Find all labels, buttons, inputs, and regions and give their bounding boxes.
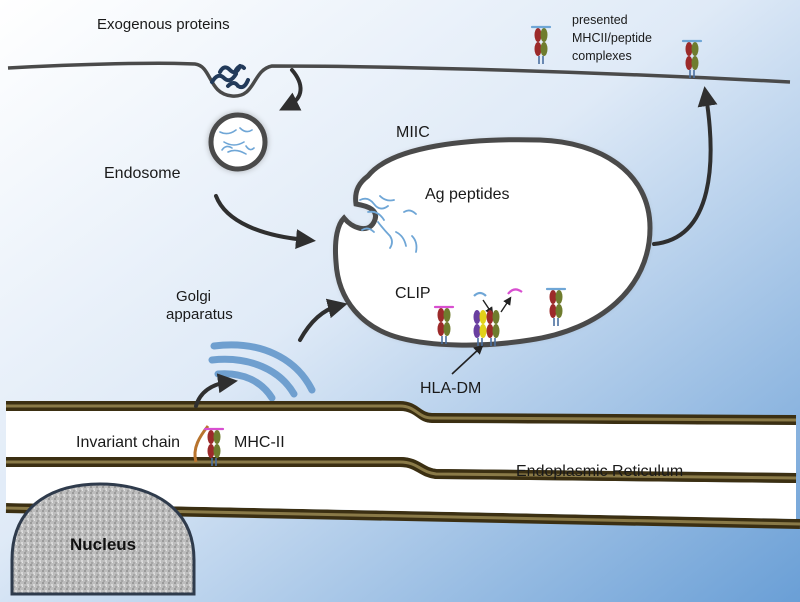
surface-mhcii-complex-2 xyxy=(681,39,703,79)
hla-dm-complex xyxy=(473,309,501,347)
label-golgi-1: Golgi xyxy=(176,288,211,305)
nucleus xyxy=(10,482,196,596)
label-presented-1: presented xyxy=(572,13,628,27)
incoming-peptide xyxy=(473,291,487,297)
label-mhc-ii: MHC-II xyxy=(234,434,285,451)
label-ag-peptides: Ag peptides xyxy=(425,186,510,203)
exogenous-proteins-icon xyxy=(210,64,250,90)
ag-peptides-icon xyxy=(359,195,418,253)
arrow-hla-dm xyxy=(451,344,484,375)
label-miic: MIIC xyxy=(396,124,430,141)
label-golgi-2: apparatus xyxy=(166,306,233,323)
er-membrane-middle xyxy=(6,457,797,483)
label-endosome: Endosome xyxy=(104,165,181,182)
miic-compartment xyxy=(333,137,653,348)
mhcii-peptide-complex xyxy=(545,287,567,327)
label-nucleus: Nucleus xyxy=(70,535,136,554)
label-invariant-chain: Invariant chain xyxy=(76,434,180,451)
label-hla-dm: HLA-DM xyxy=(420,380,481,397)
mhcii-clip-complex xyxy=(433,305,455,345)
arrow-miic-to-surface xyxy=(652,86,718,246)
surface-mhcii-complex-1 xyxy=(530,25,552,65)
label-exogenous-proteins: Exogenous proteins xyxy=(97,16,230,33)
label-presented-2: MHCII/peptide xyxy=(572,31,652,45)
label-clip: CLIP xyxy=(395,285,431,302)
arrows xyxy=(194,68,718,408)
er-lumen xyxy=(6,411,796,473)
arrow-golgi-to-miic xyxy=(298,298,348,342)
arrow-endosome-to-miic xyxy=(214,194,316,250)
arrow-to-endosome xyxy=(279,68,303,111)
label-presented-3: complexes xyxy=(572,49,632,63)
released-clip xyxy=(507,288,523,295)
label-endoplasmic-reticulum: Endoplasmic Reticulum xyxy=(516,463,683,480)
arrow-er-to-golgi xyxy=(194,373,238,408)
plasma-membrane xyxy=(7,61,791,98)
mhcii-invariant-chain xyxy=(193,425,225,467)
er-membrane-upper xyxy=(6,401,797,425)
endosome-vesicle xyxy=(208,112,268,172)
